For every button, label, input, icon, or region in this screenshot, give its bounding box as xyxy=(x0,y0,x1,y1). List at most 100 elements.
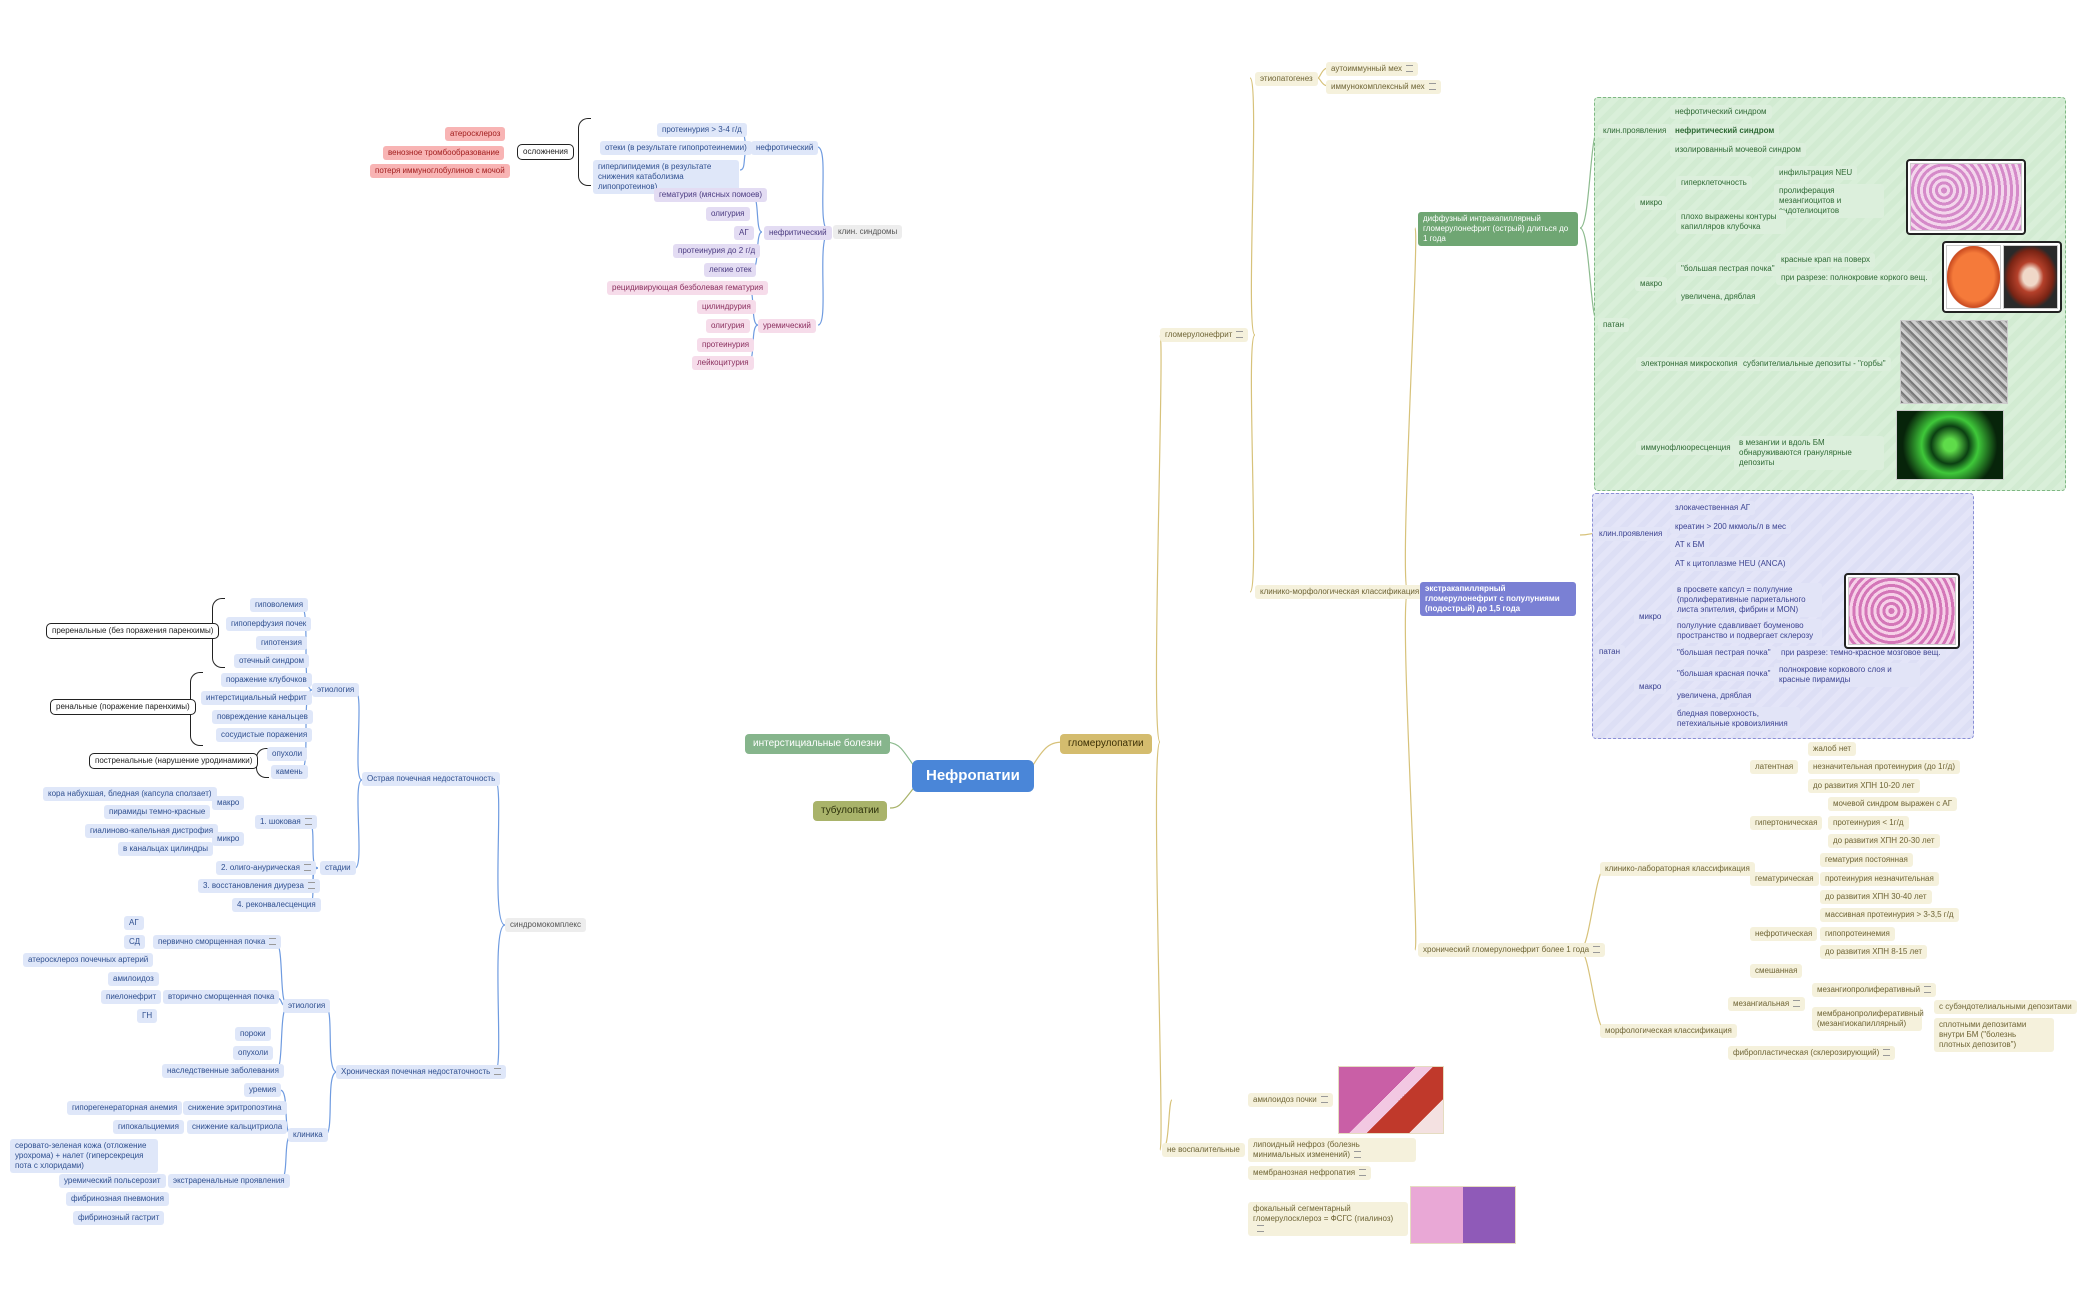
nephritic-item[interactable]: АГ xyxy=(734,226,754,240)
fsgs-image[interactable] xyxy=(1410,1186,1516,1244)
extrarenal-item[interactable]: фибринозный гастрит xyxy=(73,1211,165,1225)
renal-node[interactable]: ренальные (поражение паренхимы) xyxy=(50,699,196,715)
complications-node[interactable]: осложнения xyxy=(517,144,575,160)
if-finding[interactable]: в мезангии и вдоль БМ обнаруживаются гра… xyxy=(1734,436,1884,470)
syndrome-complex-node[interactable]: синдромокомплекс xyxy=(505,918,586,932)
clinic-erythro[interactable]: снижение эритропоэтина xyxy=(183,1101,287,1115)
amyloidosis-image[interactable] xyxy=(1338,1066,1444,1134)
stage-2[interactable]: 2. олиго-анурическая xyxy=(216,861,316,875)
latent-item[interactable]: жалоб нет xyxy=(1808,742,1857,756)
diffuse-clin-item[interactable]: изолированный мочевой синдром xyxy=(1670,143,1806,157)
hematuric-item[interactable]: до развития ХПН 30-40 лет xyxy=(1820,890,1932,904)
stage1-macro-item[interactable]: кора набухшая, бледная (капсула сползает… xyxy=(43,787,217,801)
renal-item[interactable]: повреждение канальцев xyxy=(212,710,313,724)
big-red-text[interactable]: полнокровие коркового слоя и красные пир… xyxy=(1774,663,1920,687)
branch-tubulopathies[interactable]: тубулопатии xyxy=(813,801,888,821)
latent-form[interactable]: латентная xyxy=(1750,760,1799,774)
non-inflammatory-node[interactable]: не воспалительные xyxy=(1162,1143,1245,1157)
kidney-section-photo[interactable] xyxy=(2003,245,2058,309)
extracap-clin-item[interactable]: АТ к БМ xyxy=(1670,538,1710,552)
extrarenal-item[interactable]: серовато-зеленая кожа (отложение урохром… xyxy=(10,1139,158,1173)
secondary-shrunk[interactable]: вторично сморщенная почка xyxy=(163,990,280,1004)
diffuse-clin-item[interactable]: нефротический синдром xyxy=(1670,105,1772,119)
crescent-histology-image[interactable] xyxy=(1848,577,1956,645)
prerenal-node[interactable]: преренальные (без поражения паренхимы) xyxy=(46,623,220,639)
clinic-anemia[interactable]: гипорегенераторная анемия xyxy=(67,1101,183,1115)
branch-glomerulopathies[interactable]: гломерулопатии xyxy=(1060,734,1152,754)
clinic-uremia[interactable]: уремия xyxy=(244,1083,282,1097)
prerenal-item[interactable]: гипотензия xyxy=(256,636,307,650)
stage1-macro-item[interactable]: пирамиды темно-красные xyxy=(104,805,211,819)
enlarged-flabby[interactable]: увеличена, дряблая xyxy=(1676,290,1761,304)
extracap-micro-item[interactable]: в просвете капсул = полулуние (пролифера… xyxy=(1672,583,1822,617)
clin-morph-node[interactable]: клинико-морфологическая классификация xyxy=(1255,585,1425,599)
mesangial-node[interactable]: мезангиальная xyxy=(1728,997,1806,1011)
etio-item[interactable]: иммунокомплексный мех xyxy=(1326,80,1441,94)
stage1-micro-item[interactable]: в канальцах цилиндры xyxy=(118,842,214,856)
nephrotic-form-item[interactable]: до развития ХПН 8-15 лет xyxy=(1820,945,1928,959)
diffuse-patan[interactable]: патан xyxy=(1598,318,1630,332)
amyloidosis-node[interactable]: амилоидоз почки xyxy=(1248,1093,1333,1107)
big-motley-2-text[interactable]: при разрезе: темно-красное мозговое вещ. xyxy=(1776,646,1946,660)
enlarged-flabby-2[interactable]: увеличена, дряблая xyxy=(1672,689,1757,703)
extracap-micro-item[interactable]: полулуние сдавливает боуменово пространс… xyxy=(1672,619,1822,643)
stage1-micro[interactable]: микро xyxy=(212,832,245,846)
fsgs-node[interactable]: фокальный сегментарный гломерулосклероз … xyxy=(1248,1202,1408,1236)
hypertonic-item[interactable]: мочевой синдром выражен с АГ xyxy=(1828,797,1958,811)
clinic-calcitriol[interactable]: снижение кальцитриола xyxy=(187,1120,288,1134)
capillary-contours[interactable]: плохо выражены контуры капилляров клубоч… xyxy=(1676,210,1786,234)
clinic-hypocalc[interactable]: гипокальциемия xyxy=(113,1120,184,1134)
secondary-item[interactable]: амилоидоз xyxy=(108,972,159,986)
stage-3[interactable]: 3. восстановления диуреза xyxy=(198,879,320,893)
electron-micrograph[interactable] xyxy=(1900,320,2008,404)
big-motley-kidney-2[interactable]: "большая пестрая почка" xyxy=(1672,646,1776,660)
diffuse-gn-node[interactable]: диффузный интракапиллярный гломерулонефр… xyxy=(1418,212,1578,246)
diffuse-clin[interactable]: клин.проявления xyxy=(1598,124,1672,138)
nephritic-item[interactable]: протеинурия до 2 г/д xyxy=(673,244,761,258)
complication-item[interactable]: потеря иммуноглобулинов с мочой xyxy=(370,164,510,178)
uremic-item[interactable]: цилиндрурия xyxy=(697,300,756,314)
ckd-etiology-item[interactable]: пороки xyxy=(235,1027,271,1041)
diffuse-clin-item[interactable]: нефритический синдром xyxy=(1670,124,1780,138)
nephritic-node[interactable]: нефритический xyxy=(764,226,832,240)
clin-syndromes-node[interactable]: клин. синдромы xyxy=(833,225,903,239)
aki-stages[interactable]: стадии xyxy=(320,861,356,875)
postrenal-item[interactable]: камень xyxy=(271,765,308,779)
nephrotic-form[interactable]: нефротическая xyxy=(1750,927,1818,941)
hematuric-form[interactable]: гематурическая xyxy=(1750,872,1819,886)
secondary-item[interactable]: пиелонефрит xyxy=(101,990,162,1004)
complication-item[interactable]: венозное тромбообразование xyxy=(383,146,505,160)
stage-4[interactable]: 4. реконвалесценция xyxy=(232,898,321,912)
mixed-form[interactable]: смешанная xyxy=(1750,964,1803,978)
big-motley-item[interactable]: при разрезе: полнокровие коркого вещ. xyxy=(1776,271,1933,285)
prerenal-item[interactable]: отечный синдром xyxy=(234,654,310,668)
fibroplastic-node[interactable]: фибропластическая (склерозирующий) xyxy=(1728,1046,1896,1060)
extrarenal-item[interactable]: фибринозная пневмония xyxy=(66,1192,169,1206)
hypertonic-item[interactable]: протеинурия < 1г/д xyxy=(1828,816,1909,830)
primary-shrunk[interactable]: первично сморщенная почка xyxy=(153,935,282,949)
extracap-micro[interactable]: микро xyxy=(1634,610,1667,624)
aki-etiology[interactable]: этиология xyxy=(312,683,360,697)
primary-item[interactable]: СД xyxy=(124,935,146,949)
glomerulonephritis-node[interactable]: гломерулонефрит xyxy=(1160,328,1249,342)
membranous-node[interactable]: мембранозная нефропатия xyxy=(1248,1166,1372,1180)
lipoid-nephrosis-node[interactable]: липоидный нефроз (болезнь минимальных из… xyxy=(1248,1138,1416,1162)
renal-item[interactable]: сосудистые поражения xyxy=(216,728,313,742)
membrano-item[interactable]: сплотными депозитами внутри БМ ("болезнь… xyxy=(1934,1018,2054,1052)
ckd-etiology-item[interactable]: опухоли xyxy=(233,1046,274,1060)
hypercell-item[interactable]: инфильтрация NEU xyxy=(1774,166,1858,180)
morph-classification[interactable]: морфологическая классификация xyxy=(1600,1024,1737,1038)
stage1-micro-item[interactable]: гиалиново-капельная дистрофия xyxy=(85,824,219,838)
nephrotic-item[interactable]: отеки (в результате гипопротеинемии) xyxy=(600,141,752,155)
postrenal-node[interactable]: постренальные (нарушение уродинамики) xyxy=(89,753,259,769)
extracap-clin[interactable]: клин.проявления xyxy=(1594,527,1668,541)
uremic-node[interactable]: уремический xyxy=(758,319,816,333)
nephrotic-form-item[interactable]: массивная протеинурия > 3-3,5 г/д xyxy=(1820,908,1959,922)
clin-lab-classification[interactable]: клинико-лабораторная классификация xyxy=(1600,862,1755,876)
stage1-macro[interactable]: макро xyxy=(212,796,245,810)
ckd-clinic[interactable]: клиника xyxy=(288,1128,328,1142)
pale-surface[interactable]: бледная поверхность, петехиальные кровои… xyxy=(1672,707,1800,731)
nephritic-item[interactable]: легкие отек xyxy=(704,263,757,277)
kidney-photo[interactable] xyxy=(1946,245,2001,309)
